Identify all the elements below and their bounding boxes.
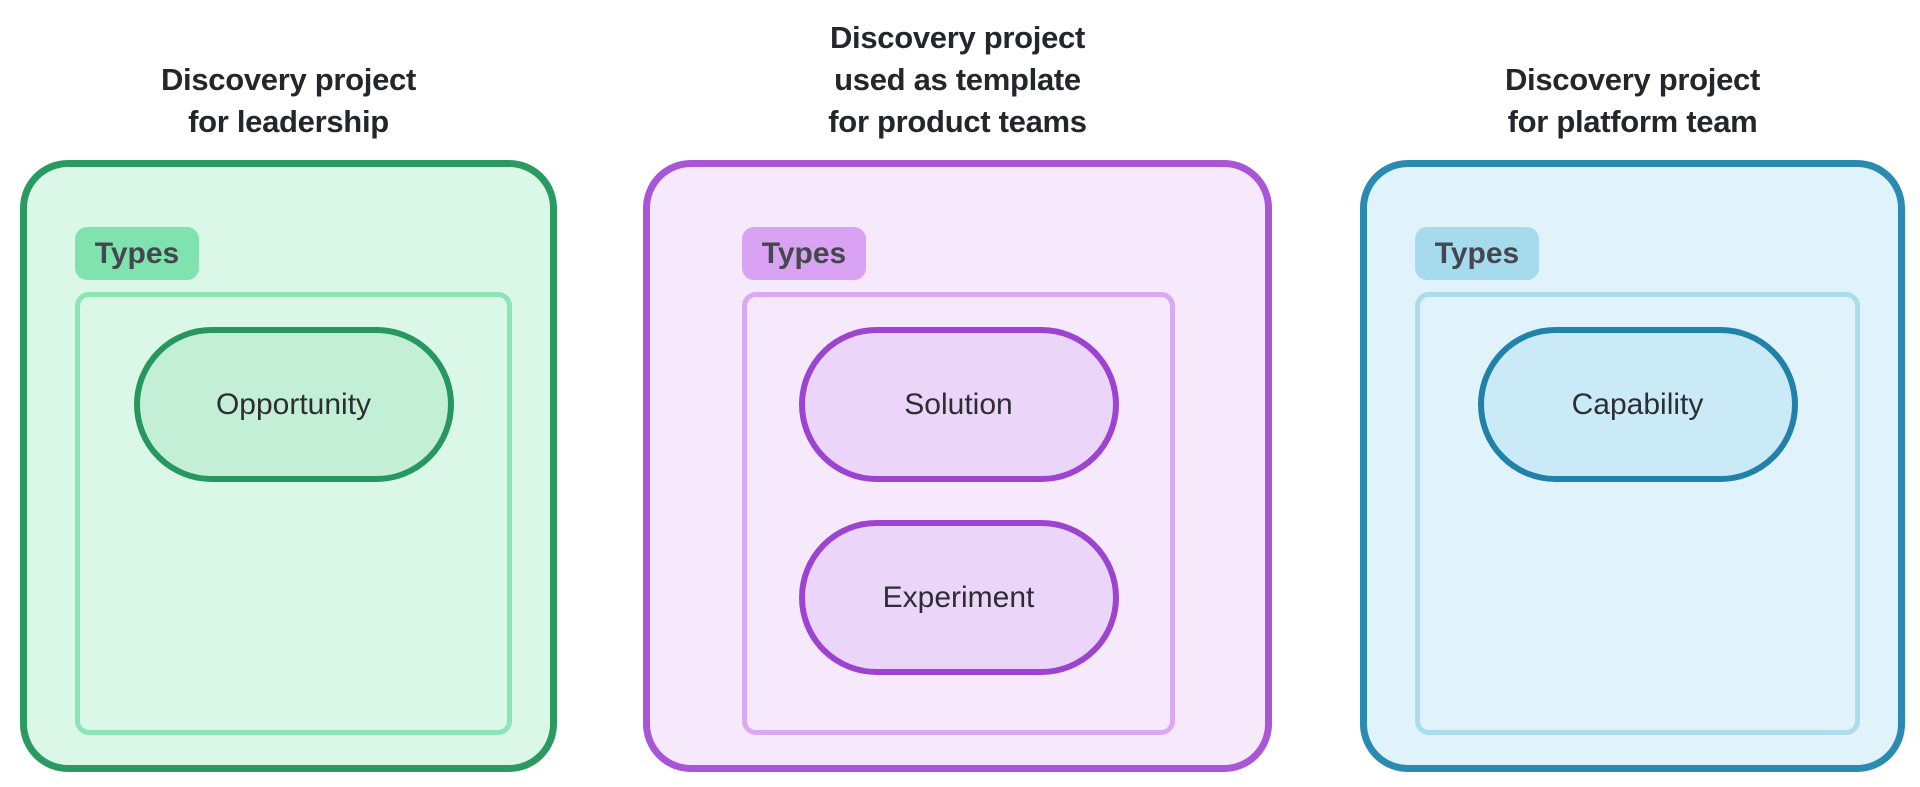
types-badge: Types [1415, 227, 1539, 280]
panel-title-line: for product teams [828, 104, 1087, 139]
types-badge: Types [75, 227, 199, 280]
panel-title-line: used as template [834, 62, 1081, 97]
types-container: Capability [1415, 292, 1860, 735]
types-badge: Types [742, 227, 866, 280]
project-box: Types Opportunity [20, 160, 557, 772]
type-pill-opportunity: Opportunity [133, 327, 454, 482]
panel-title: Discovery project for platform team [1360, 0, 1905, 160]
panel-platform: Discovery project for platform team Type… [1360, 0, 1905, 787]
panel-title-line: for platform team [1507, 104, 1758, 139]
panel-product-template: Discovery project used as template for p… [643, 0, 1272, 787]
type-pill-experiment: Experiment [798, 520, 1119, 675]
project-box: Types Solution Experiment [643, 160, 1272, 772]
panel-title-line: Discovery project [1504, 62, 1761, 97]
panel-title-line: Discovery project [829, 20, 1086, 55]
panel-title: Discovery project used as template for p… [643, 0, 1272, 160]
project-box: Types Capability [1360, 160, 1905, 772]
type-pill-capability: Capability [1477, 327, 1798, 482]
panel-title-line: Discovery project [160, 62, 417, 97]
panel-leadership: Discovery project for leadership Types O… [20, 0, 557, 787]
types-container: Opportunity [75, 292, 512, 735]
type-pill-solution: Solution [798, 327, 1119, 482]
types-container: Solution Experiment [742, 292, 1175, 735]
panel-title-line: for leadership [188, 104, 389, 139]
panel-title: Discovery project for leadership [20, 0, 557, 160]
